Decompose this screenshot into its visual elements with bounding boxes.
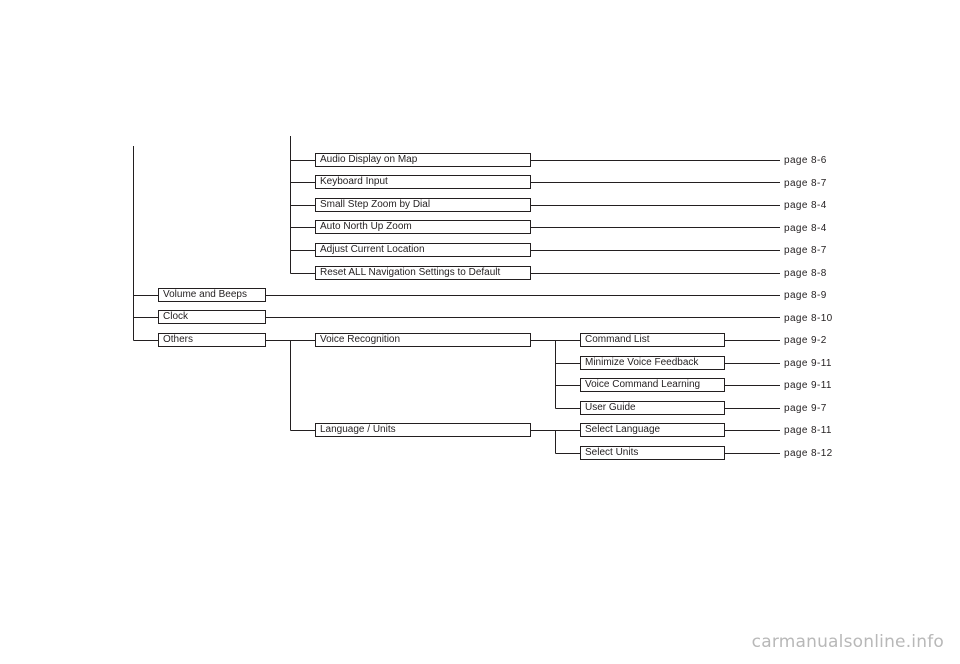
menu-box-select-language: Select Language bbox=[580, 423, 725, 437]
menu-box-adjust-current-location: Adjust Current Location bbox=[315, 243, 531, 257]
page-ref-minimize-voice-feedback: page 9-11 bbox=[784, 358, 832, 369]
menu-box-auto-north-up-zoom: Auto North Up Zoom bbox=[315, 220, 531, 234]
menu-box-command-list: Command List bbox=[580, 333, 725, 347]
page-ref-auto-north-up-zoom: page 8-4 bbox=[784, 223, 827, 234]
menu-box-others: Others bbox=[158, 333, 266, 347]
watermark-text: carmanualsonline.info bbox=[751, 632, 944, 652]
menu-box-audio-display-on-map: Audio Display on Map bbox=[315, 153, 531, 167]
menu-box-small-step-zoom-by-dial: Small Step Zoom by Dial bbox=[315, 198, 531, 212]
page-ref-user-guide: page 9-7 bbox=[784, 403, 827, 414]
page-ref-clock: page 8-10 bbox=[784, 313, 833, 324]
page-ref-small-step-zoom-by-dial: page 8-4 bbox=[784, 200, 827, 211]
page-ref-select-language: page 8-11 bbox=[784, 425, 832, 436]
page-ref-command-list: page 9-2 bbox=[784, 335, 827, 346]
page-ref-keyboard-input: page 8-7 bbox=[784, 178, 827, 189]
menu-box-volume-and-beeps: Volume and Beeps bbox=[158, 288, 266, 302]
menu-box-clock: Clock bbox=[158, 310, 266, 324]
menu-box-user-guide: User Guide bbox=[580, 401, 725, 415]
menu-box-language-units: Language / Units bbox=[315, 423, 531, 437]
menu-box-minimize-voice-feedback: Minimize Voice Feedback bbox=[580, 356, 725, 370]
menu-box-select-units: Select Units bbox=[580, 446, 725, 460]
menu-box-voice-recognition: Voice Recognition bbox=[315, 333, 531, 347]
menu-box-keyboard-input: Keyboard Input bbox=[315, 175, 531, 189]
page-ref-audio-display-on-map: page 8-6 bbox=[784, 155, 827, 166]
menu-box-voice-command-learning: Voice Command Learning bbox=[580, 378, 725, 392]
page-ref-volume-and-beeps: page 8-9 bbox=[784, 290, 827, 301]
page-ref-select-units: page 8-12 bbox=[784, 448, 833, 459]
page-ref-voice-command-learning: page 9-11 bbox=[784, 380, 832, 391]
page-ref-reset-all-navigation-settings: page 8-8 bbox=[784, 268, 827, 279]
page-ref-adjust-current-location: page 8-7 bbox=[784, 245, 827, 256]
menu-box-reset-all-navigation-settings: Reset ALL Navigation Settings to Default bbox=[315, 266, 531, 280]
